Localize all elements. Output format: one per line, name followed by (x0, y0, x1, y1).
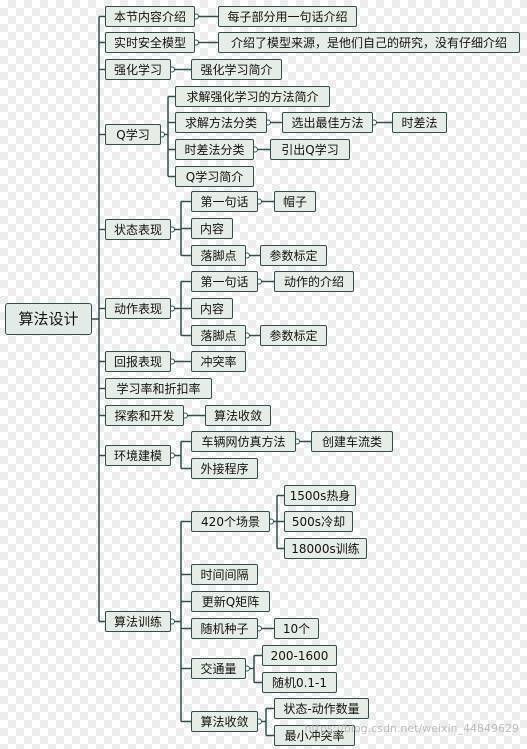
topic-n5a[interactable]: 第一句话 (191, 191, 258, 212)
topic-n9a[interactable]: 算法收敛 (205, 405, 271, 426)
topic-n4c1[interactable]: 引出Q学习 (270, 139, 350, 160)
topic-n2a[interactable]: 介绍了模型来源，是他们自己的研究，没有仔细介绍 (218, 32, 520, 53)
topic-n4d[interactable]: Q学习简介 (175, 166, 254, 187)
topic-n11e1[interactable]: 200-1600 (262, 645, 337, 666)
topic-n11f2[interactable]: 最小冲突率 (274, 725, 355, 746)
topic-n4[interactable]: Q学习 (105, 124, 161, 145)
topic-n5[interactable]: 状态表现 (105, 219, 171, 240)
topic-n4b1[interactable]: 选出最佳方法 (282, 112, 373, 133)
topic-n2[interactable]: 实时安全模型 (105, 32, 195, 53)
topic-n5c[interactable]: 落脚点 (191, 245, 246, 266)
topic-n8[interactable]: 学习率和折扣率 (105, 378, 212, 399)
topic-n4c[interactable]: 时差法分类 (175, 139, 254, 160)
topic-n11c[interactable]: 更新Q矩阵 (191, 591, 270, 612)
topic-n5a1[interactable]: 帽子 (274, 191, 316, 212)
watermark: https://blog.csdn.net/weixin_44849629 (304, 722, 519, 735)
topic-n6[interactable]: 动作表现 (105, 298, 171, 319)
topic-n11a[interactable]: 420个场景 (191, 511, 270, 532)
topic-n1[interactable]: 本节内容介绍 (105, 6, 195, 27)
topic-n11d[interactable]: 随机种子 (191, 618, 258, 639)
topic-n3a[interactable]: 强化学习简介 (191, 59, 282, 80)
topic-n6b[interactable]: 内容 (191, 298, 233, 319)
topic-n11f[interactable]: 算法收敛 (191, 711, 258, 732)
topic-n3[interactable]: 强化学习 (105, 59, 171, 80)
topic-n4a[interactable]: 求解强化学习的方法简介 (175, 86, 330, 107)
topic-n10[interactable]: 环境建模 (105, 445, 171, 466)
topic-n10a1[interactable]: 创建车流类 (311, 431, 393, 452)
topic-n4b[interactable]: 求解方法分类 (175, 112, 267, 133)
topic-n6a1[interactable]: 动作的介绍 (274, 271, 354, 292)
root-topic[interactable]: 算法设计 (5, 303, 92, 335)
topic-n11e2[interactable]: 随机0.1-1 (262, 672, 337, 693)
topic-n1a[interactable]: 每子部分用一句话介绍 (218, 6, 357, 27)
topic-n10a[interactable]: 车辆网仿真方法 (191, 431, 296, 452)
topic-n11a3[interactable]: 18000s训练 (284, 538, 367, 559)
topic-n4b1a[interactable]: 时差法 (392, 112, 447, 133)
topic-n11f1[interactable]: 状态-动作数量 (274, 698, 369, 719)
topic-n10b[interactable]: 外接程序 (191, 458, 258, 479)
topic-n6a[interactable]: 第一句话 (191, 271, 258, 292)
topic-n9[interactable]: 探索和开发 (105, 405, 184, 426)
topic-n11b[interactable]: 时间间隔 (191, 564, 258, 585)
topic-n11a1[interactable]: 1500s热身 (284, 485, 356, 506)
topic-n11d1[interactable]: 10个 (274, 618, 319, 639)
topic-n6c[interactable]: 落脚点 (191, 325, 246, 346)
topic-n11[interactable]: 算法训练 (105, 611, 171, 632)
topic-n7a[interactable]: 冲突率 (191, 351, 246, 372)
topic-n11a2[interactable]: 500s冷却 (284, 511, 353, 532)
topic-n5c1[interactable]: 参数标定 (260, 245, 327, 266)
topic-n5b[interactable]: 内容 (191, 218, 233, 239)
topic-n7[interactable]: 回报表现 (105, 351, 171, 372)
topic-n6c1[interactable]: 参数标定 (260, 325, 327, 346)
topic-n11e[interactable]: 交通量 (191, 658, 246, 679)
